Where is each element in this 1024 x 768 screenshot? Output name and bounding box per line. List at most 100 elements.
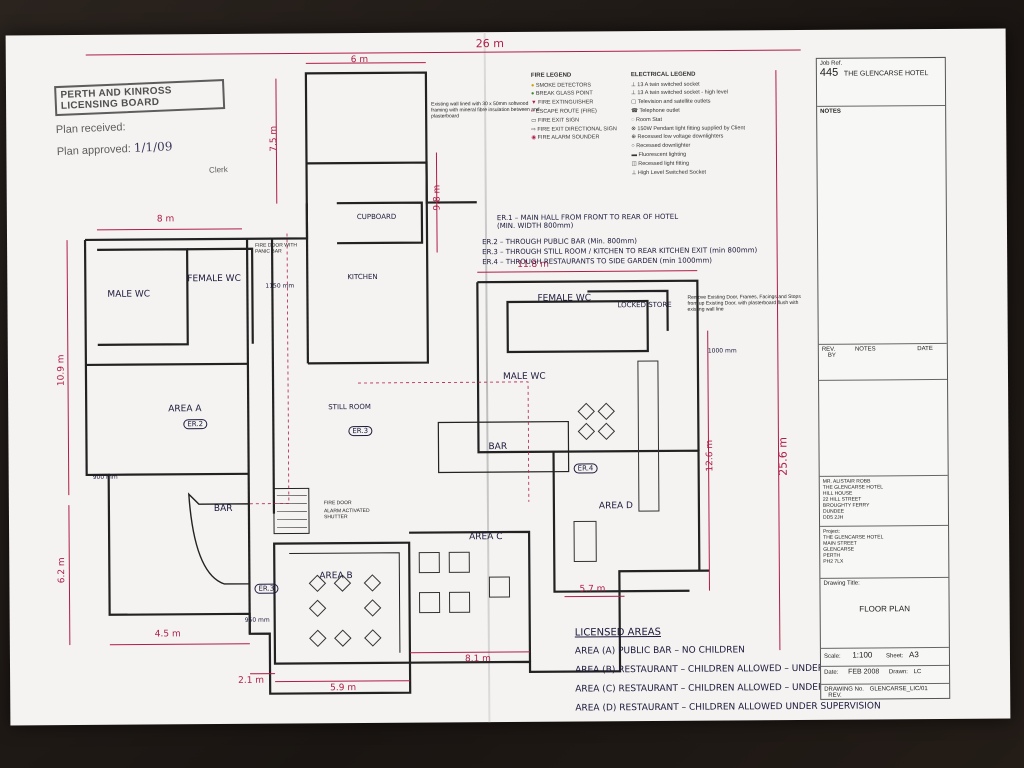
licensed-area-d: AREA (D) RESTAURANT – CHILDREN ALLOWED U… <box>575 701 881 714</box>
date-col: DATE <box>917 346 933 353</box>
electrical-legend-item: Television and satellite outlets <box>637 98 711 106</box>
dim-bottom-59: 5.9 m <box>330 683 357 694</box>
room-bar-small: BAR <box>213 503 233 515</box>
pendant-light-icon: ⊗ <box>631 125 636 132</box>
alarm-sounder-icon: ◉ <box>531 135 537 142</box>
fire-legend-item: ESCAPE ROUTE (FIRE) <box>535 108 597 115</box>
dim-mm-1000: 1000 mm <box>707 347 737 355</box>
room-female-wc-left: FEMALE WC <box>187 273 241 285</box>
dim-top-sub: 6 m <box>350 54 369 66</box>
room-area-c: AREA C <box>469 532 503 543</box>
stamp-approved-date: 1/1/09 <box>133 139 173 155</box>
floor-plan-drawing <box>66 49 801 695</box>
scale-value: 1:100 <box>852 650 873 660</box>
project-cell: Project: THE GLENCARSE HOTEL MAIN STREET… <box>820 525 949 579</box>
drawing-no-row: DRAWING No. GLENCARSE_LIC/01 REV. <box>821 684 949 699</box>
dim-bottom-45: 4.5 m <box>154 629 181 640</box>
downlighter-icon: ⊕ <box>631 134 636 141</box>
notes-col: NOTES <box>854 346 876 353</box>
fire-legend-exit: ▭ FIRE EXIT SIGN <box>531 117 579 123</box>
fire-exit-direction-icon: ⇨ <box>531 126 536 133</box>
job-ref-cell: Job Ref. 445 THE GLENCARSE HOTEL <box>816 57 946 107</box>
fire-legend-route: ┅ ESCAPE ROUTE (FIRE) <box>531 108 597 114</box>
tag-er3b: ER.3 <box>254 583 279 594</box>
drawing-title-cell: Drawing Title: FLOOR PLAN <box>820 577 949 649</box>
floor-plan-sheet: PERTH AND KINROSS LICENSING BOARD Plan r… <box>5 28 1011 726</box>
dim-left-bottom: 6.2 m <box>57 557 68 584</box>
drawing-title: FLOOR PLAN <box>859 604 911 614</box>
drawing-title-label: Drawing Title: <box>823 580 860 587</box>
note-fire-door-panic: FIRE DOOR WITH PANIC BAR <box>255 242 298 255</box>
room-kitchen: KITCHEN <box>347 272 378 282</box>
drawn-value: LC <box>913 669 922 676</box>
electrical-legend-item: 13 A twin switched socket <box>637 81 700 88</box>
fire-legend: FIRE LEGEND ● SMOKE DETECTORS ● BREAK GL… <box>531 71 621 143</box>
tag-er2: ER.2 <box>183 419 208 430</box>
tag-er3: ER.3 <box>348 425 373 437</box>
note-fire-door: FIRE DOOR <box>323 500 352 507</box>
fluorescent-icon: ▬ <box>631 152 637 159</box>
break-glass-icon: ● <box>531 91 535 98</box>
project-address: THE GLENCARSE HOTEL MAIN STREET GLENCARS… <box>823 534 884 565</box>
fire-legend-dir: ⇨ FIRE EXIT DIRECTIONAL SIGN <box>531 126 617 133</box>
dim-right-126: 12.6 m <box>705 439 716 472</box>
drawing-no-value: GLENCARSE_LIC/01 <box>869 686 928 693</box>
room-bar-main: BAR <box>488 442 508 453</box>
dim-right-98: 9.8 m <box>432 184 443 211</box>
drawn-label: Drawn: <box>888 669 908 676</box>
by-col: BY <box>827 352 836 359</box>
room-female-wc-right: FEMALE WC <box>537 293 592 304</box>
rev-no-label: REV. <box>828 692 842 699</box>
note-wall-lining: Existing wall lined with 30 x 50mm softw… <box>431 100 540 120</box>
dim-width-8m: 8 m <box>156 214 175 225</box>
high-socket-icon: ⊥ <box>631 169 637 176</box>
sheet-label: Sheet: <box>886 653 904 660</box>
telephone-outlet-icon: ☎ <box>631 108 639 115</box>
electrical-legend-item: Recessed light fitting <box>638 160 690 167</box>
dim-mm-900: 900 mm <box>92 473 118 481</box>
stamp-clerk-label: Clerk <box>208 164 228 175</box>
dim-area-57: 5.7 m <box>579 584 606 595</box>
client-cell: MR. ALISTAIR ROBB THE GLENCARSE HOTEL HI… <box>819 475 949 527</box>
room-area-b: AREA B <box>319 571 353 582</box>
fire-legend-title: FIRE LEGEND <box>530 72 572 79</box>
fire-extinguisher-icon: ▼ <box>531 99 537 107</box>
dim-mm-950: 950 mm <box>244 616 270 624</box>
room-cupboard: CUPBOARD <box>356 212 397 222</box>
dim-bottom-81: 8.1 m <box>464 654 491 665</box>
dim-right-256: 25.6 m <box>776 436 790 476</box>
revision-header: REV. NOTES DATE BY <box>818 343 948 381</box>
electrical-legend-item: Recessed downlighter <box>636 142 691 150</box>
escape-route-icon: ┅ <box>531 108 535 115</box>
recessed-downlighter-icon: ○ <box>631 143 635 150</box>
date-label: Date: <box>824 669 839 676</box>
electrical-legend-item: 13 A twin switched socket - high level <box>637 89 728 97</box>
fire-legend-sounder: ◉ FIRE ALARM SOUNDER <box>531 135 599 141</box>
fire-legend-item: BREAK GLASS POINT <box>535 90 593 98</box>
recessed-light-icon: ◫ <box>631 160 637 167</box>
room-stat-icon: ◌ <box>631 116 635 123</box>
note-store-door: Remove Existing Door, Frames, Facings an… <box>687 293 801 313</box>
electrical-legend-item: High Level Switched Socket <box>637 169 707 176</box>
room-still-room: STILL ROOM <box>328 402 371 412</box>
licensing-board-stamp: PERTH AND KINROSS LICENSING BOARD Plan r… <box>54 79 228 196</box>
room-male-wc-right: MALE WC <box>502 371 546 383</box>
fire-legend-item: FIRE EXIT SIGN <box>537 117 580 124</box>
sheet-value: A3 <box>909 650 919 660</box>
dim-left-height: 10.9 m <box>56 354 67 387</box>
scale-sheet-row: Scale: 1:100 Sheet: A3 <box>820 647 950 667</box>
fire-legend-item: FIRE EXIT DIRECTIONAL SIGN <box>537 125 617 133</box>
fire-legend-item: FIRE EXTINGUISHER <box>538 99 594 106</box>
fire-legend-extinguisher: ▼ FIRE EXTINGUISHER <box>531 100 593 106</box>
room-area-a: AREA A <box>168 404 202 415</box>
note-alarm-shutter: ALARM ACTIVATED SHUTTER <box>323 507 370 521</box>
date-drawn-row: Date: FEB 2008 Drawn: LC <box>821 665 950 685</box>
room-male-wc-left: MALE WC <box>107 289 151 300</box>
dim-mm-1150: 1150 mm <box>265 282 295 290</box>
dim-bottom-21: 2.1 m <box>238 675 265 686</box>
logo-cell <box>819 379 948 477</box>
electrical-legend-item: Room Stat <box>635 116 663 123</box>
fire-exit-sign-icon: ▭ <box>531 117 537 124</box>
job-ref-number: 445 <box>819 66 839 79</box>
electrical-legend-item: 150W Pendant light fitting supplied by C… <box>637 124 746 132</box>
